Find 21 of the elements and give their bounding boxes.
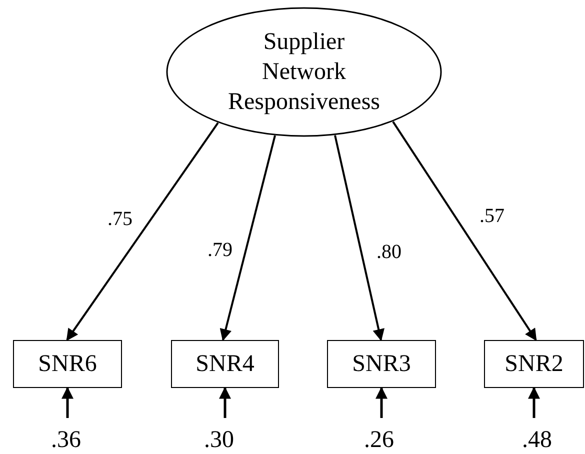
indicator-box bbox=[13, 340, 122, 388]
indicator-label: SNR4 bbox=[196, 350, 254, 378]
error-variance-value: .30 bbox=[204, 428, 234, 452]
loading-arrow bbox=[392, 121, 537, 341]
loading-arrow bbox=[66, 122, 219, 341]
indicator-label: SNR2 bbox=[504, 350, 564, 378]
error-variance-value: .48 bbox=[522, 428, 552, 452]
indicator-box bbox=[484, 340, 584, 388]
loading-arrow bbox=[334, 135, 384, 342]
error-arrow bbox=[528, 386, 540, 418]
indicator-box bbox=[327, 340, 436, 388]
latent-variable-label: Supplier Network Responsiveness bbox=[227, 28, 381, 117]
error-arrow bbox=[62, 386, 74, 418]
error-variance-value: .26 bbox=[364, 428, 394, 452]
error-arrow bbox=[376, 386, 388, 418]
error-arrow bbox=[219, 386, 231, 418]
indicator-label: SNR3 bbox=[352, 350, 411, 378]
loading-arrow bbox=[220, 135, 276, 342]
indicator-label: SNR6 bbox=[38, 350, 97, 378]
error-variance-value: .36 bbox=[51, 428, 81, 452]
indicator-box bbox=[171, 340, 279, 388]
